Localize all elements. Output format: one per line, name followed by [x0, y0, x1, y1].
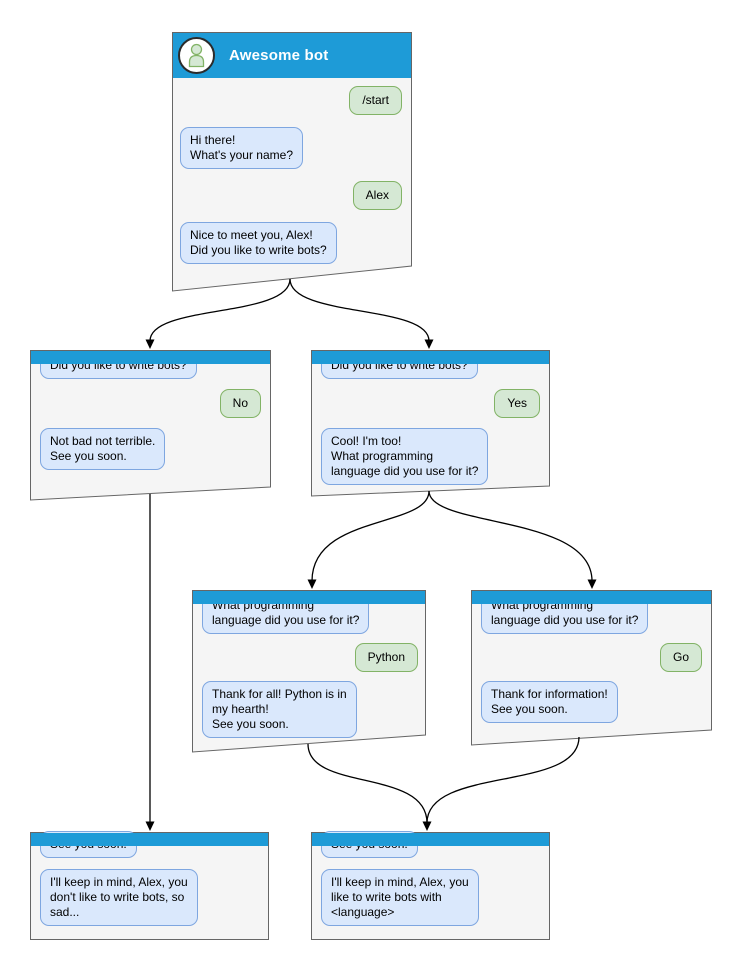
connector-awesome-bot-to-branch-yes	[289, 278, 430, 342]
user-message: Go	[659, 643, 702, 672]
arrowhead-branch-go	[587, 579, 597, 589]
user-message: /start	[349, 86, 402, 115]
chat-window-branch-no: Did you like to write bots? No Not bad n…	[40, 352, 261, 470]
user-message: Alex	[352, 181, 402, 210]
window-title: Awesome bot	[229, 47, 329, 64]
bot-avatar	[178, 37, 215, 74]
chat-window-awesome-bot: /start Hi there! What's your name? Alex …	[180, 78, 402, 264]
arrowhead-end-sad	[145, 821, 155, 831]
chat-window-branch-go: What programming language did you use fo…	[481, 592, 702, 723]
bot-message: Hi there! What's your name?	[180, 127, 304, 169]
connector-branch-yes-to-branch-python	[311, 490, 430, 582]
bot-message: I'll keep in mind, Alex, you don't like …	[40, 869, 198, 926]
bot-message: Thank for information! See you soon.	[481, 681, 618, 723]
person-icon	[188, 43, 205, 68]
titlebar-branch-python	[193, 591, 425, 604]
connector-branch-go-to-end-language	[426, 736, 580, 824]
titlebar-end-sad	[31, 833, 268, 846]
user-message: Python	[354, 643, 418, 672]
titlebar-branch-go	[472, 591, 711, 604]
titlebar-branch-no	[31, 351, 270, 364]
bot-message: Nice to meet you, Alex! Did you like to …	[180, 222, 337, 264]
connector-branch-python-to-end-language	[307, 743, 428, 824]
chat-window-branch-python: What programming language did you use fo…	[202, 592, 418, 738]
titlebar-awesome-bot: Awesome bot	[173, 33, 411, 78]
titlebar-branch-yes	[312, 351, 549, 364]
titlebar-end-language	[312, 833, 549, 846]
connector-awesome-bot-to-branch-no	[149, 278, 291, 342]
chat-window-end-sad: See you soon. I'll keep in mind, Alex, y…	[40, 831, 259, 926]
arrowhead-end-language	[422, 821, 432, 831]
arrowhead-branch-yes	[424, 339, 434, 349]
arrowhead-branch-python	[307, 579, 317, 589]
bot-message: Cool! I'm too! What programming language…	[321, 428, 489, 485]
chat-window-branch-yes: Did you like to write bots? Yes Cool! I'…	[321, 352, 540, 485]
user-message: No	[219, 389, 261, 418]
bot-message: Not bad not terrible. See you soon.	[40, 428, 166, 470]
user-message: Yes	[494, 389, 540, 418]
chat-window-end-language: See you soon. I'll keep in mind, Alex, y…	[321, 831, 540, 926]
connector-branch-yes-to-branch-go	[428, 490, 593, 582]
bot-message: Thank for all! Python is in my hearth! S…	[202, 681, 357, 738]
bot-message: I'll keep in mind, Alex, you like to wri…	[321, 869, 479, 926]
arrowhead-branch-no	[145, 339, 155, 349]
